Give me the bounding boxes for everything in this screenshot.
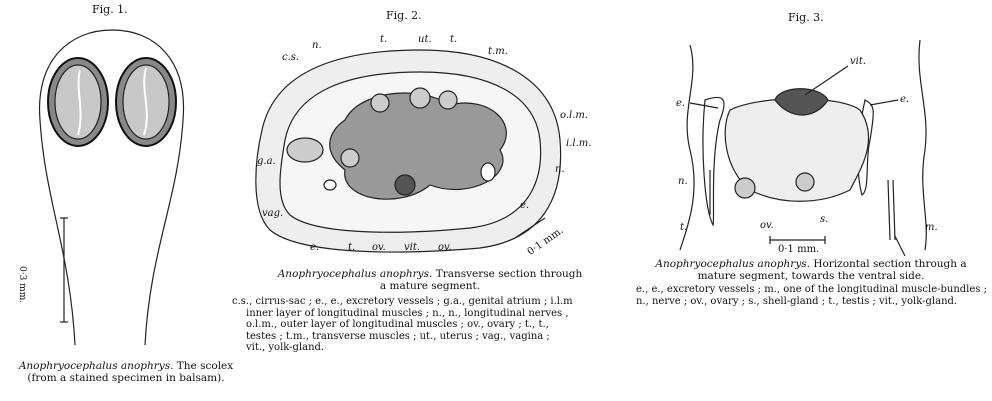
fig2-label: t. <box>380 34 388 45</box>
fig2-label: e. <box>310 242 320 253</box>
fig2-label: n. <box>312 40 322 51</box>
fig2-label: n. <box>555 164 565 175</box>
fig2-caption: Anophryocephalus anophrys. Transverse se… <box>230 268 630 292</box>
fig3-scale-label: 0·1 mm. <box>778 244 820 255</box>
fig2-label: c.s. <box>282 52 300 63</box>
fig2-label: vag. <box>262 208 284 219</box>
fig3-caption-line2: mature segment, towards the ventral side… <box>697 270 925 282</box>
fig3-section-drawing <box>679 39 927 257</box>
fig3-label: vit. <box>850 56 867 67</box>
fig3-label: ov. <box>760 220 774 231</box>
fig2-legend-line: testes ; t.m., transverse muscles ; ut.,… <box>246 330 550 342</box>
fig2-label: ut. <box>418 34 432 45</box>
fig3-legend-line: e., e., excretory vessels ; m., one of t… <box>636 284 987 295</box>
fig2-label: ov. <box>438 242 452 253</box>
fig2-legend-line: c.s., cirrus-sac ; e., e., excretory ves… <box>232 296 573 307</box>
fig2-label: i.l.m. <box>566 138 592 149</box>
fig3-caption-text: Horizontal section through a <box>813 258 967 270</box>
fig3-legend: e., e., excretory vessels ; m., one of t… <box>636 284 987 307</box>
fig2-label: vit. <box>404 242 421 253</box>
fig1-title: Fig. 1. <box>92 3 128 16</box>
fig2-legend-line: o.l.m., outer layer of longitudinal musc… <box>246 319 549 330</box>
fig3-label: t. <box>680 222 688 233</box>
fig3-label: e. <box>676 98 686 109</box>
fig1-caption: Anophryocephalus anophrys. The scolex (f… <box>6 360 246 384</box>
fig2-label: o.l.m. <box>560 110 589 121</box>
fig3-caption: Anophryocephalus anophrys. Horizontal se… <box>630 258 992 282</box>
fig2-legend-line: inner layer of longitudinal muscles ; n.… <box>246 307 569 319</box>
fig1-caption-species: Anophryocephalus anophrys. <box>18 360 174 372</box>
fig2-label: t.m. <box>488 46 508 57</box>
fig2-label: t. <box>450 34 458 45</box>
fig1-scale-label: 0·3 mm. <box>17 266 27 304</box>
fig1-scolex-drawing <box>38 29 185 346</box>
fig3-label: m. <box>925 222 938 233</box>
fig3-label: n. <box>678 176 688 187</box>
fig2-label: e. <box>520 200 530 211</box>
fig2-caption-text: Transverse section through <box>435 268 583 280</box>
fig2-section-drawing <box>255 49 562 253</box>
fig3-label: s. <box>820 214 829 225</box>
fig2-title: Fig. 2. <box>386 9 422 22</box>
fig2-caption-line2: a mature segment. <box>379 280 481 292</box>
fig3-legend-line: n., nerve ; ov., ovary ; s., shell-gland… <box>636 295 958 307</box>
fig1-caption-text: The scolex <box>176 360 234 372</box>
fig3-label: e. <box>900 94 910 105</box>
fig3-title: Fig. 3. <box>788 11 824 24</box>
fig1-caption-line2: (from a stained specimen in balsam). <box>27 372 225 384</box>
fig2-legend: c.s., cirrus-sac ; e., e., excretory ves… <box>232 296 573 354</box>
fig2-label: t. <box>348 242 356 253</box>
fig2-label: g.a. <box>257 156 276 167</box>
fig2-label: ov. <box>372 242 386 253</box>
fig2-legend-line: vit., yolk-gland. <box>246 342 325 353</box>
fig2-caption-species: Anophryocephalus anophrys. <box>277 268 433 280</box>
fig3-caption-species: Anophryocephalus anophrys. <box>655 258 810 270</box>
